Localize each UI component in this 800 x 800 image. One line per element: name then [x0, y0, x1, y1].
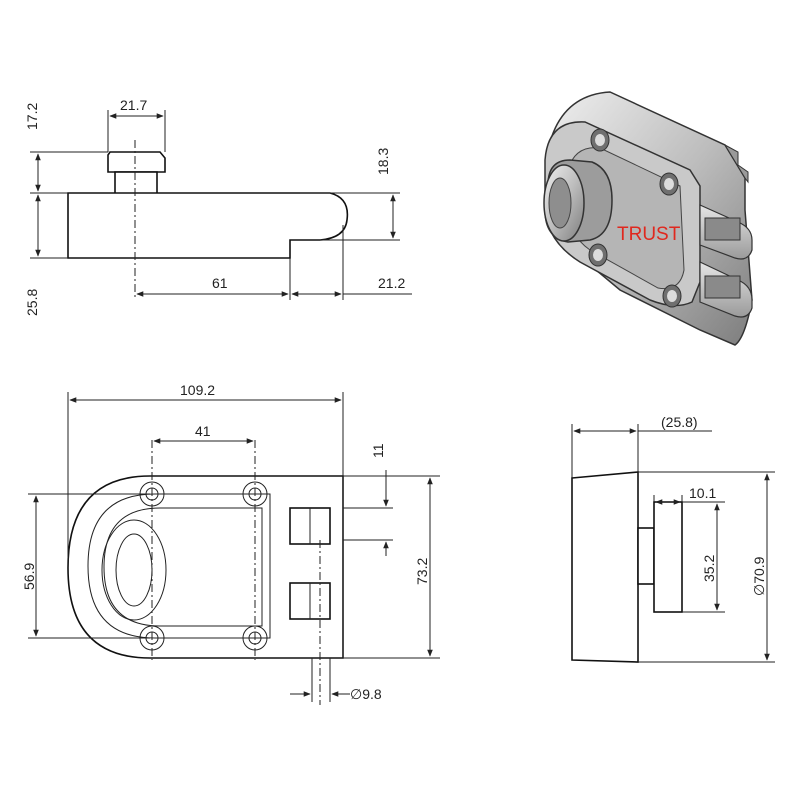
- knob-cylinder: [543, 159, 613, 243]
- dim-overall-height: 73.2: [414, 558, 430, 585]
- dim-side-depth: (25.8): [661, 414, 698, 430]
- dim-length-21-2: 21.2: [378, 275, 405, 291]
- dim-knob-height: 35.2: [701, 555, 717, 582]
- dim-pin-diameter: ∅9.8: [350, 686, 382, 702]
- side-profile-view: 21.7 17.2 18.3 25.8 61 21.2: [24, 97, 412, 316]
- front-view: 109.2 41 11 56.9 73.2 ∅9.8: [21, 382, 440, 705]
- screw-holes: [588, 128, 682, 308]
- dim-right-height: 18.3: [375, 148, 391, 175]
- dim-total-width: 109.2: [180, 382, 215, 398]
- dim-left-height: 25.8: [24, 289, 40, 316]
- brand-label: TRUST: [617, 224, 681, 245]
- dim-knob-width: 10.1: [689, 485, 716, 501]
- dim-cylinder-diameter: ∅70.9: [751, 556, 767, 596]
- dim-top-width: 21.7: [120, 97, 147, 113]
- isometric-render: TRUST: [543, 91, 753, 346]
- side-view: (25.8) 10.1 35.2 ∅70.9: [571, 414, 775, 663]
- dim-tab-height: 11: [370, 443, 386, 458]
- dim-body-height: 56.9: [21, 563, 37, 590]
- dim-length-61: 61: [212, 275, 228, 291]
- dim-top-height: 17.2: [24, 103, 40, 130]
- dim-hole-span: 41: [195, 423, 211, 439]
